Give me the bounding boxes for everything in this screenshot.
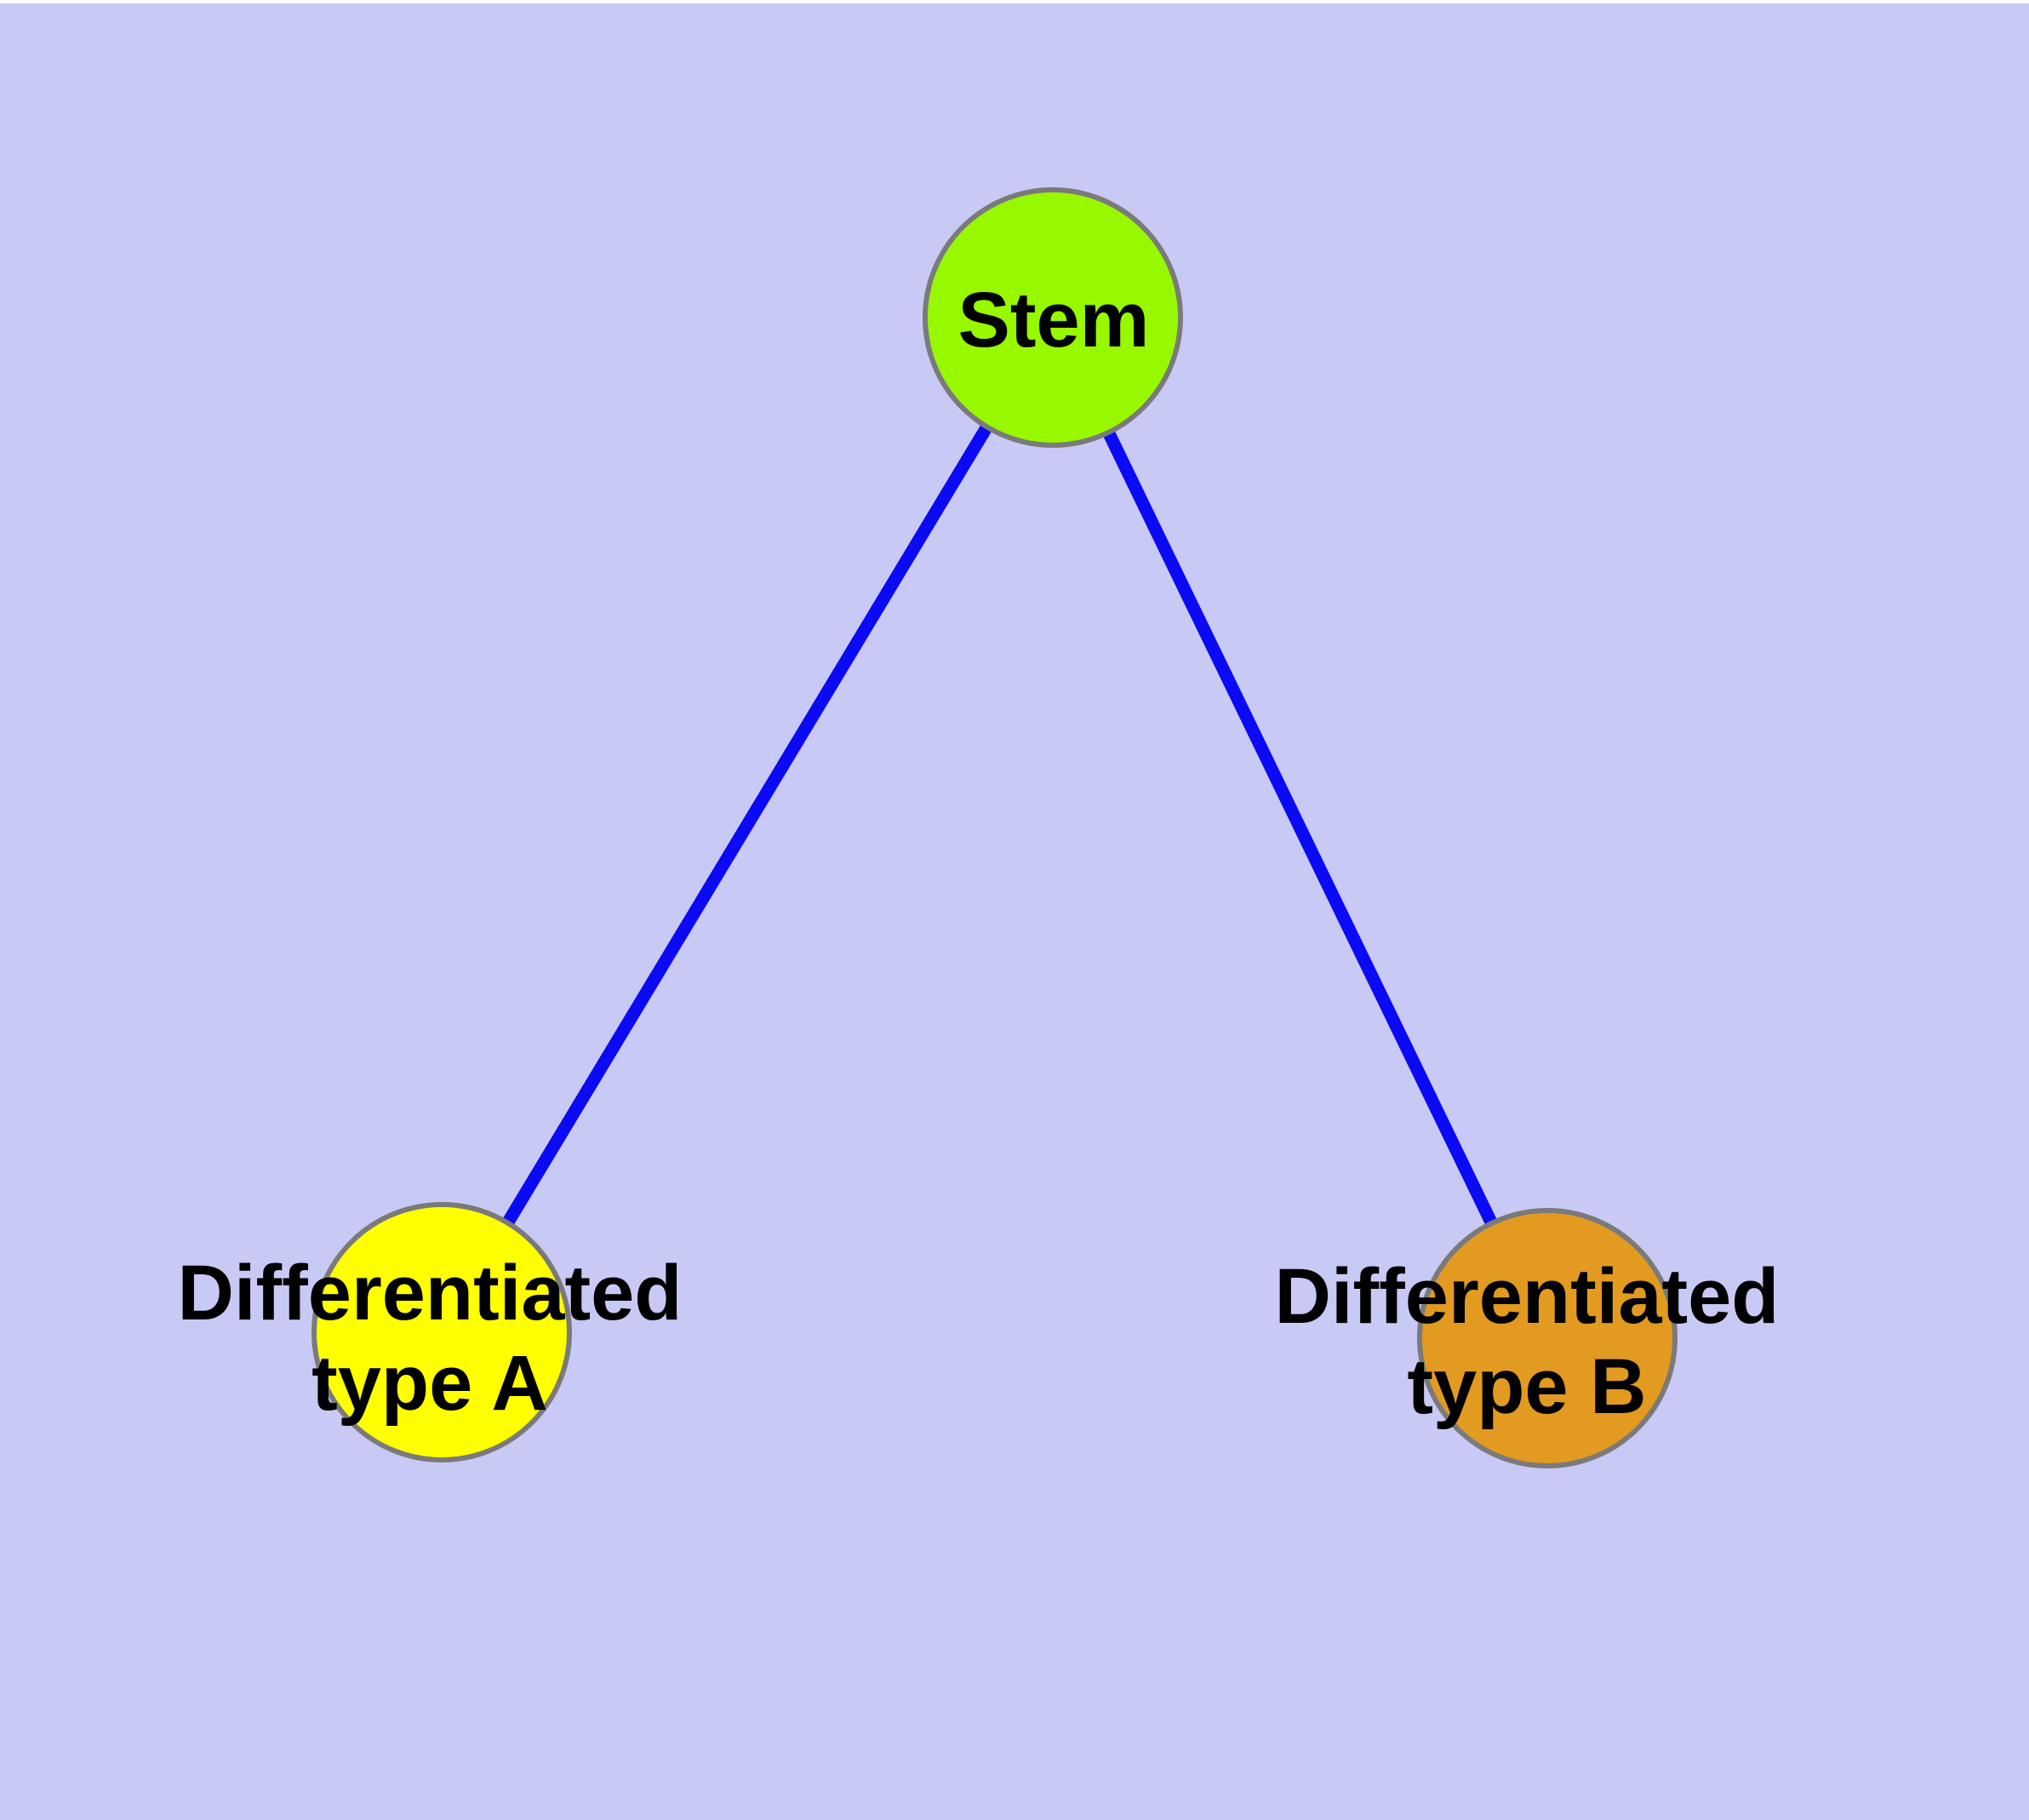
node-type-a-label-line2: type A [311,1340,548,1427]
node-type-b-label: Differentiated type B [1275,1251,1780,1432]
node-type-b-label-line1: Differentiated [1274,1253,1780,1340]
node-stem-circle [923,187,1183,448]
node-type-b-circle [1417,1208,1677,1468]
top-margin-strip [0,0,2029,3]
node-type-a-label: Differentiated type A [178,1248,683,1428]
node-stem-label: Stem [958,275,1150,365]
node-stem-label-text: Stem [957,277,1150,363]
node-type-b-label-line2: type B [1407,1343,1647,1430]
edge-stem-to-type-a [436,314,1059,1336]
node-type-a-circle [311,1202,572,1462]
edge-stem-to-type-b [1047,314,1553,1342]
node-type-a-label-line1: Differentiated [177,1250,683,1336]
